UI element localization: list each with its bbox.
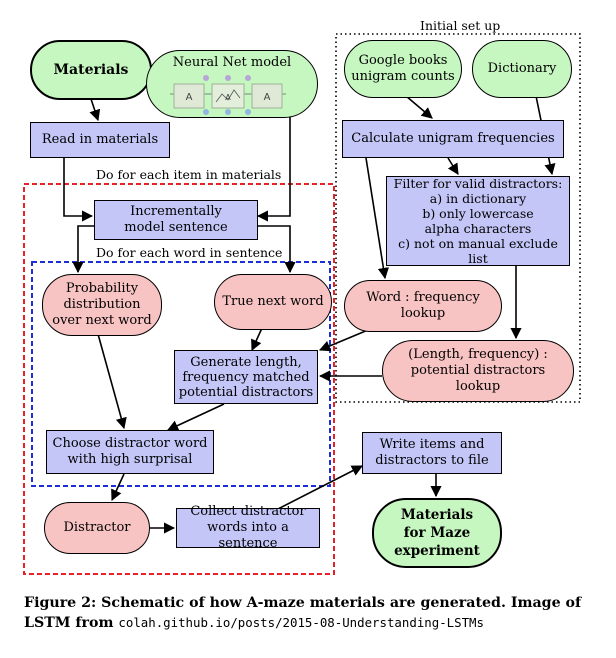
lstm-cell-left: A <box>186 92 193 103</box>
generate-node: Generate length, frequency matched poten… <box>174 350 318 404</box>
dictionary-node: Dictionary <box>472 40 572 98</box>
each-item-label: Do for each item in materials <box>96 167 282 182</box>
calc-unigram-label: Calculate unigram frequencies <box>351 131 555 146</box>
edge-materials-readin <box>89 95 101 122</box>
edge-wordfreq-generate <box>318 329 369 352</box>
materials-node: Materials <box>30 40 152 100</box>
prob-dist-node: Probability distribution over next word <box>42 274 162 336</box>
edge-calc-filter <box>447 157 459 175</box>
word-freq-node: Word : frequency lookup <box>344 280 502 332</box>
edge-prob-choose <box>97 333 127 430</box>
edge-incremental-prob <box>72 225 96 274</box>
length-freq-node: (Length, frequency) : potential distract… <box>382 340 574 402</box>
length-freq-label: (Length, frequency) : potential distract… <box>408 347 548 394</box>
edge-calc-wordfreq <box>365 157 389 280</box>
caption-text: Figure 2: Schematic of how A-maze materi… <box>24 595 582 631</box>
write-items-label: Write items and distractors to file <box>375 437 489 468</box>
read-in-node: Read in materials <box>30 122 170 158</box>
choose-node: Choose distractor word with high surpris… <box>46 430 214 474</box>
each-item-region <box>23 183 335 575</box>
choose-label: Choose distractor word with high surpris… <box>52 436 208 467</box>
each-word-label: Do for each word in sentence <box>96 245 283 260</box>
distractor-node: Distractor <box>44 502 150 554</box>
figure-caption: Figure 2: Schematic of how A-maze materi… <box>24 594 594 633</box>
edge-incremental-true <box>256 225 296 274</box>
collect-label: Collect distractor words into a sentence <box>190 504 306 551</box>
incremental-label: Incrementally model sentence <box>124 204 228 235</box>
lstm-cell-mid: A <box>225 93 231 102</box>
neural-net-label: Neural Net model <box>172 55 292 70</box>
edge-google-calc <box>405 95 433 119</box>
dictionary-label: Dictionary <box>487 61 557 76</box>
prob-dist-label: Probability distribution over next word <box>52 281 152 328</box>
google-books-node: Google books unigram counts <box>344 40 462 98</box>
distractor-label: Distractor <box>63 520 131 535</box>
filter-node: Filter for valid distractors: a) in dict… <box>386 176 570 266</box>
read-in-label: Read in materials <box>41 132 159 147</box>
lstm-cell-right: A <box>264 92 271 103</box>
materials-maze-label: Materials for Maze experiment <box>394 507 480 559</box>
generate-label: Generate length, frequency matched poten… <box>178 354 314 400</box>
true-next-label: True next word <box>222 294 324 309</box>
google-books-label: Google books unigram counts <box>351 53 455 84</box>
edge-collect-write <box>275 465 363 511</box>
materials-maze-node: Materials for Maze experiment <box>372 498 502 568</box>
filter-label: Filter for valid distractors: a) in dict… <box>393 176 563 266</box>
word-freq-label: Word : frequency lookup <box>366 290 480 321</box>
edge-choose-distractor <box>111 473 125 502</box>
incremental-node: Incrementally model sentence <box>94 200 258 240</box>
edge-generate-choose <box>166 403 225 431</box>
calc-unigram-node: Calculate unigram frequencies <box>342 120 564 158</box>
caption-url: colah.github.io/posts/2015-08-Understand… <box>118 615 484 630</box>
edge-neuralnet-incremental <box>256 112 291 222</box>
collect-node: Collect distractor words into a sentence <box>176 504 320 551</box>
initial-setup-region <box>335 33 581 403</box>
true-next-node: True next word <box>214 274 332 330</box>
materials-label: Materials <box>53 61 129 78</box>
initial-setup-label: Initial set up <box>420 18 501 33</box>
write-items-node: Write items and distractors to file <box>362 432 502 474</box>
edge-true-generate <box>251 327 263 352</box>
lstm-image: A A A <box>170 75 286 115</box>
edge-readin-incremental <box>63 156 94 222</box>
